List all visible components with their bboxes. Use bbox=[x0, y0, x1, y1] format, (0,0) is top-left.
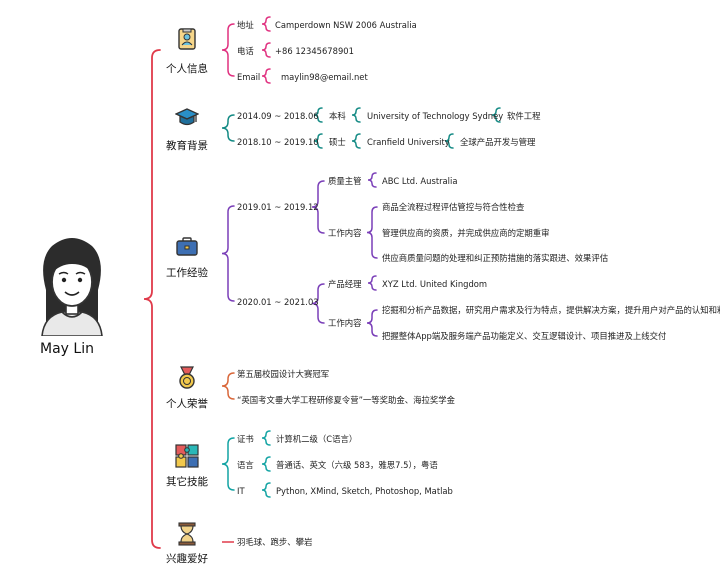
work-period-1: 2019.01 ~ 2019.12 bbox=[237, 202, 319, 212]
personal-value-phone: +86 12345678901 bbox=[275, 46, 354, 56]
skill-label-cert: 证书 bbox=[237, 434, 254, 444]
work-role-label-2: 产品经理 bbox=[328, 279, 362, 289]
skill-value-it: Python, XMind, Sketch, Photoshop, Matlab bbox=[276, 486, 453, 496]
work-role-brace-2 bbox=[367, 275, 377, 291]
skills-item-brace-1 bbox=[261, 430, 271, 446]
personal-value-address: Camperdown NSW 2006 Australia bbox=[275, 20, 417, 30]
work-task-2-1: 挖掘和分析产品数据，研究用户需求及行为特点，提供解决方案，提升用户对产品的认知和… bbox=[382, 305, 720, 315]
education-school-brace-1 bbox=[351, 107, 361, 123]
education-major-2: 全球产品开发与管理 bbox=[460, 137, 536, 147]
education-school-1: University of Technology Sydney bbox=[367, 111, 504, 121]
section-title-education: 教育背景 bbox=[166, 140, 208, 152]
work-role-brace-1 bbox=[367, 172, 377, 188]
skills-brace bbox=[221, 437, 235, 491]
personal-label-email: Email bbox=[237, 72, 261, 82]
medal-icon bbox=[179, 366, 195, 389]
work-task-1-2: 管理供应商的资质，并完成供应商的定期重审 bbox=[382, 228, 550, 238]
personal-field-brace-2 bbox=[261, 42, 271, 58]
main-brace bbox=[143, 49, 161, 549]
honor-item-1: 第五届校园设计大赛冠军 bbox=[237, 369, 330, 379]
skill-value-cert: 计算机二级（C语言） bbox=[276, 434, 358, 444]
briefcase-icon bbox=[176, 237, 198, 256]
education-school-brace-2 bbox=[351, 133, 361, 149]
work-task-2-2: 把握整体App端及服务端产品功能定义、交互逻辑设计、项目推进及上线交付 bbox=[382, 331, 667, 341]
work-tasks-brace-1 bbox=[366, 206, 378, 259]
work-job-brace-2 bbox=[311, 283, 325, 324]
personal-value-email: maylin98@email.net bbox=[281, 72, 368, 82]
education-degree-2: 硕士 bbox=[329, 137, 346, 147]
personal-label-phone: 电话 bbox=[237, 46, 254, 56]
skills-item-brace-3 bbox=[261, 482, 271, 498]
education-school-2: Cranfield University bbox=[367, 137, 450, 147]
personal-field-brace-3 bbox=[261, 68, 271, 84]
skill-label-language: 语言 bbox=[237, 460, 254, 470]
id-card-icon bbox=[178, 28, 196, 50]
work-role-label-1: 质量主管 bbox=[328, 176, 362, 186]
person-name: May Lin bbox=[40, 341, 94, 357]
work-brace bbox=[221, 205, 235, 302]
education-brace bbox=[221, 114, 235, 142]
personal-brace bbox=[221, 23, 235, 77]
education-major-brace-2 bbox=[444, 133, 454, 149]
graduation-cap-icon bbox=[175, 108, 199, 126]
skill-label-it: IT bbox=[237, 486, 245, 496]
education-period-2: 2018.10 ~ 2019.10 bbox=[237, 137, 319, 147]
work-content-label-2: 工作内容 bbox=[328, 318, 362, 328]
skills-item-brace-2 bbox=[261, 456, 271, 472]
avatar bbox=[41, 238, 103, 336]
work-tasks-brace-2 bbox=[366, 309, 378, 337]
work-task-1-1: 商品全流程过程评估管控与符合性检查 bbox=[382, 202, 525, 212]
education-major-brace-1 bbox=[491, 107, 501, 123]
hobby-item-1: 羽毛球、跑步、攀岩 bbox=[237, 537, 313, 547]
education-major-1: 软件工程 bbox=[507, 111, 541, 121]
section-title-work: 工作经验 bbox=[166, 267, 208, 279]
work-content-label-1: 工作内容 bbox=[328, 228, 362, 238]
section-title-skills: 其它技能 bbox=[166, 476, 208, 488]
personal-field-brace-1 bbox=[261, 16, 271, 32]
education-degree-brace-2 bbox=[313, 133, 323, 149]
honors-brace bbox=[221, 372, 235, 400]
hourglass-icon bbox=[178, 522, 196, 546]
education-degree-brace-1 bbox=[313, 107, 323, 123]
work-company-1: ABC Ltd. Australia bbox=[382, 176, 458, 186]
honor-item-2: “英国考文垂大学工程研修夏令营”一等奖助金、海拉奖学金 bbox=[237, 395, 456, 405]
skill-value-language: 普通话、英文（六级 583，雅思7.5），粤语 bbox=[276, 460, 438, 470]
section-title-personal: 个人信息 bbox=[166, 63, 208, 75]
work-company-2: XYZ Ltd. United Kingdom bbox=[382, 279, 488, 289]
section-title-hobbies: 兴趣爱好 bbox=[166, 553, 208, 565]
work-task-1-3: 供应商质量问题的处理和纠正预防措施的落实跟进、效果评估 bbox=[382, 253, 609, 263]
personal-label-address: 地址 bbox=[237, 20, 254, 30]
education-degree-1: 本科 bbox=[329, 111, 346, 121]
section-title-honors: 个人荣誉 bbox=[166, 398, 208, 410]
puzzle-icon bbox=[175, 444, 199, 468]
work-job-brace-1 bbox=[311, 180, 325, 234]
work-period-2: 2020.01 ~ 2021.03 bbox=[237, 297, 319, 307]
education-period-1: 2014.09 ~ 2018.06 bbox=[237, 111, 319, 121]
